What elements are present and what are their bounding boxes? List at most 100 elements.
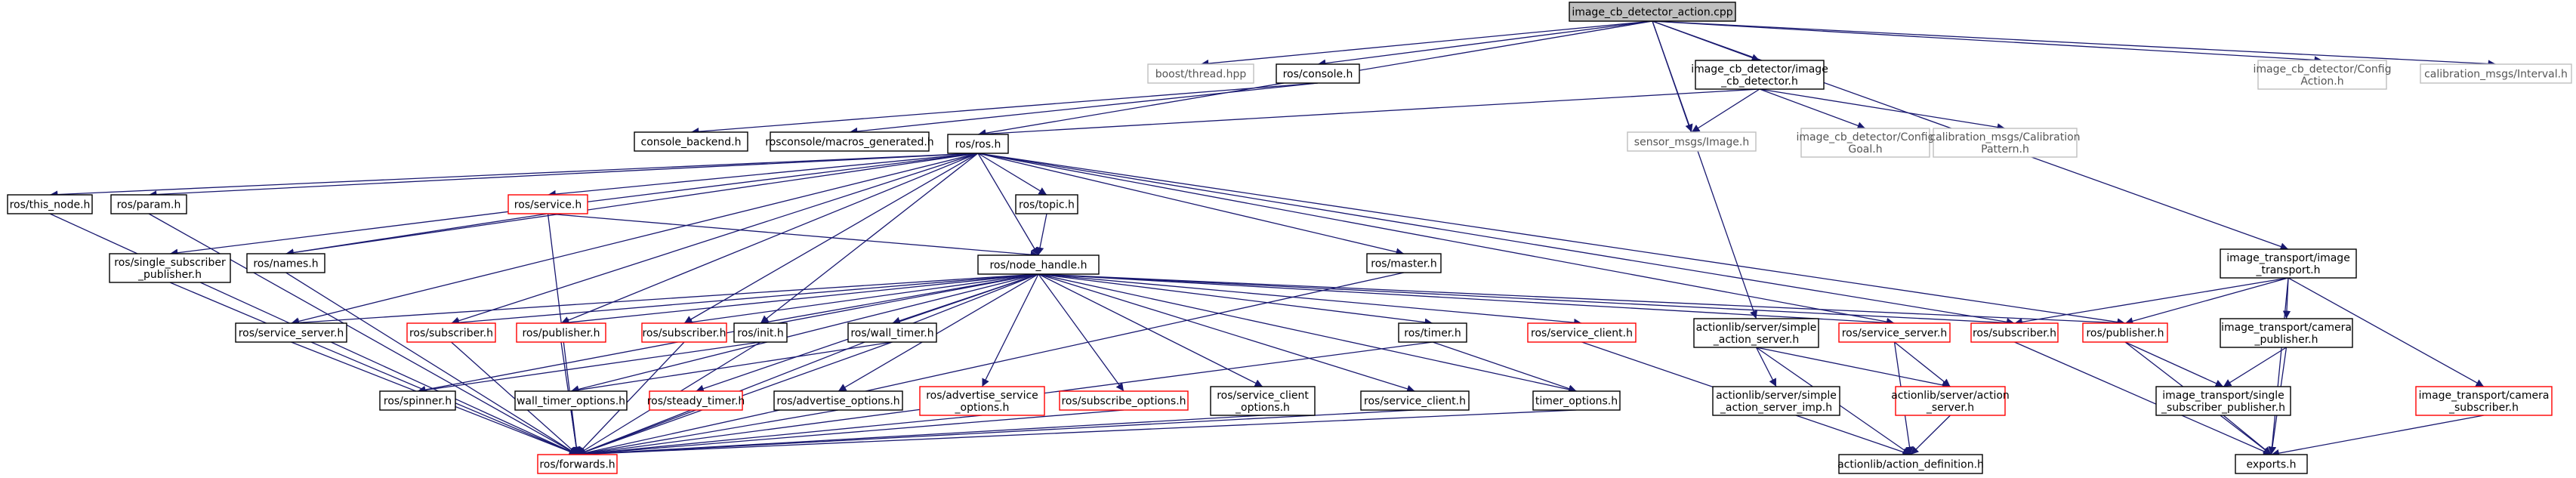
node-label: wall_timer_options.h [517,396,625,408]
node-box [1970,322,2059,343]
node-service-server[interactable]: ros/service_server.h [235,322,347,343]
node-names[interactable]: ros/names.h [246,253,325,273]
node-console-backend[interactable]: console_backend.h [634,131,748,152]
node-steady-timer[interactable]: ros/steady_timer.h [647,390,745,411]
node-box [537,454,618,474]
node-topic[interactable]: ros/topic.h [1015,194,1078,214]
node-advertise-service-options[interactable]: ros/advertise_service_options.h [919,386,1045,416]
node-label: ros/this_node.h [10,199,91,211]
node-label: ros/param.h [117,199,181,211]
node-subscriber2[interactable]: ros/subscriber.h [641,322,727,343]
node-master[interactable]: ros/master.h [1366,253,1442,273]
node-timer-options[interactable]: timer_options.h [1532,390,1621,411]
edge-al_action_server-to-al_action_definition [1910,415,1951,455]
node-it-camera-subscriber[interactable]: image_transport/camera_subscriber.h [2415,386,2553,416]
node-publisher1[interactable]: ros/publisher.h [516,322,606,343]
node-box [507,194,588,214]
node-root[interactable]: image_cb_detector_action.cpp [1569,2,1736,22]
node-subscriber3[interactable]: ros/subscriber.h [1970,322,2059,343]
node-label: ros/advertise_options.h [776,396,899,408]
node-label: _options.h [955,402,1010,414]
edge-node_handle-to-service_server_red [1038,273,1895,327]
node-box [1838,454,1983,474]
node-service-red[interactable]: ros/service.h [507,194,588,214]
edge-node_handle-to-subscriber1 [451,273,1039,327]
edge-root-to-al_simple_action_server [1652,20,1757,319]
node-label: Goal.h [1848,143,1882,156]
node-forwards[interactable]: ros/forwards.h [537,454,618,474]
node-param[interactable]: ros/param.h [110,194,187,214]
node-rosconsole-macros[interactable]: rosconsole/macros_generated.h [765,131,934,152]
node-ros-h[interactable]: ros/ros.h [947,134,1009,154]
node-exports[interactable]: exports.h [2235,454,2308,474]
node-advertise-options[interactable]: ros/advertise_options.h [773,390,903,411]
node-box [1838,322,1951,343]
node-box [1569,2,1736,22]
node-service-server-red[interactable]: ros/service_server.h [1838,322,1951,343]
node-label: image_transport/image [2226,252,2350,264]
node-calib-interval[interactable]: calibration_msgs/Interval.h [2420,63,2572,84]
node-label: ros/names.h [253,258,318,270]
node-label: ros/console.h [1283,69,1353,81]
node-timer[interactable]: ros/timer.h [1398,322,1467,343]
node-box [2220,318,2353,348]
edge-node_handle-to-service_client_options [1038,273,1263,387]
edge-node_handle-to-timer [1038,273,1433,326]
node-label: image_transport/single [2162,390,2284,402]
edge-subscribe_options-to-forwards [577,409,1124,458]
edge-wall_timer-to-wall_timer_options [570,341,893,394]
edge-ros_console-to-rosconsole_macros [849,82,1319,136]
edge-it_image_transport-to-publisher2 [2124,277,2289,325]
node-service-client-black[interactable]: ros/service_client.h [1360,390,1470,411]
node-label: image_cb_detector/Config [1797,131,1935,143]
node-wall-timer-options[interactable]: wall_timer_options.h [514,390,628,411]
node-box [847,322,937,343]
edge-timer-to-timer_options [1432,341,1577,393]
node-label: ros/service_server.h [239,328,344,340]
edge-ros_h-to-service_server_red [977,153,1895,326]
node-service-client-red[interactable]: ros/service_client.h [1527,322,1637,343]
node-this-node[interactable]: ros/this_node.h [7,194,93,214]
node-al-action-server[interactable]: actionlib/server/action_server.h [1891,386,2010,416]
node-single-sub-pub[interactable]: ros/single_subscriber_publisher.h [109,253,231,283]
edge-icd_detector-to-sensor_image [1691,88,1760,133]
edge-names-to-forwards [285,272,578,455]
node-it-camera-publisher[interactable]: image_transport/camera_publisher.h [2220,318,2353,348]
node-icd-detector[interactable]: image_cb_detector/image_cb_detector.h [1691,60,1828,90]
node-ros-console[interactable]: ros/console.h [1276,63,1360,84]
node-it-single-sub-pub[interactable]: image_transport/single_subscriber_publis… [2155,386,2291,416]
node-subscribe-options[interactable]: ros/subscribe_options.h [1059,390,1189,411]
node-box [649,390,743,411]
node-label: ros/spinner.h [384,396,452,408]
node-it-image-transport[interactable]: image_transport/image_transport.h [2220,248,2357,279]
node-label: ros/wall_timer.h [850,328,933,340]
node-publisher2[interactable]: ros/publisher.h [2082,322,2168,343]
node-box [1360,390,1470,411]
node-boost-thread[interactable]: boost/thread.hpp [1147,63,1254,84]
node-wall-timer[interactable]: ros/wall_timer.h [847,322,937,343]
node-label: ros/steady_timer.h [647,396,745,408]
node-label: ros/ros.h [955,139,1001,151]
node-spinner[interactable]: ros/spinner.h [379,390,456,411]
node-label: ros/subscriber.h [642,328,726,340]
node-sensor-image[interactable]: sensor_msgs/Image.h [1627,131,1757,152]
edge-al_simple_action_server-to-al_action_server [1756,347,1951,390]
node-init[interactable]: ros/init.h [733,322,788,343]
node-box [7,194,93,214]
node-service-client-options[interactable]: ros/service_client_options.h [1210,386,1316,416]
node-al-simple-action-server-imp[interactable]: actionlib/server/simple_action_server_im… [1712,386,1840,416]
edge-node_handle-to-service_client_black [1038,273,1415,393]
node-al-simple-action-server[interactable]: actionlib/server/simple_action_server.h [1693,318,1819,348]
node-node-handle[interactable]: ros/node_handle.h [977,254,1100,275]
edge-node_handle-to-service_server [291,273,1039,327]
node-label: ros/service_client.h [1364,396,1466,408]
node-al-action-definition[interactable]: actionlib/action_definition.h [1837,454,1984,474]
edge-root-to-calib_interval [1652,20,2497,68]
node-box [406,322,496,343]
node-subscriber1[interactable]: ros/subscriber.h [406,322,496,343]
node-box [2220,248,2357,279]
